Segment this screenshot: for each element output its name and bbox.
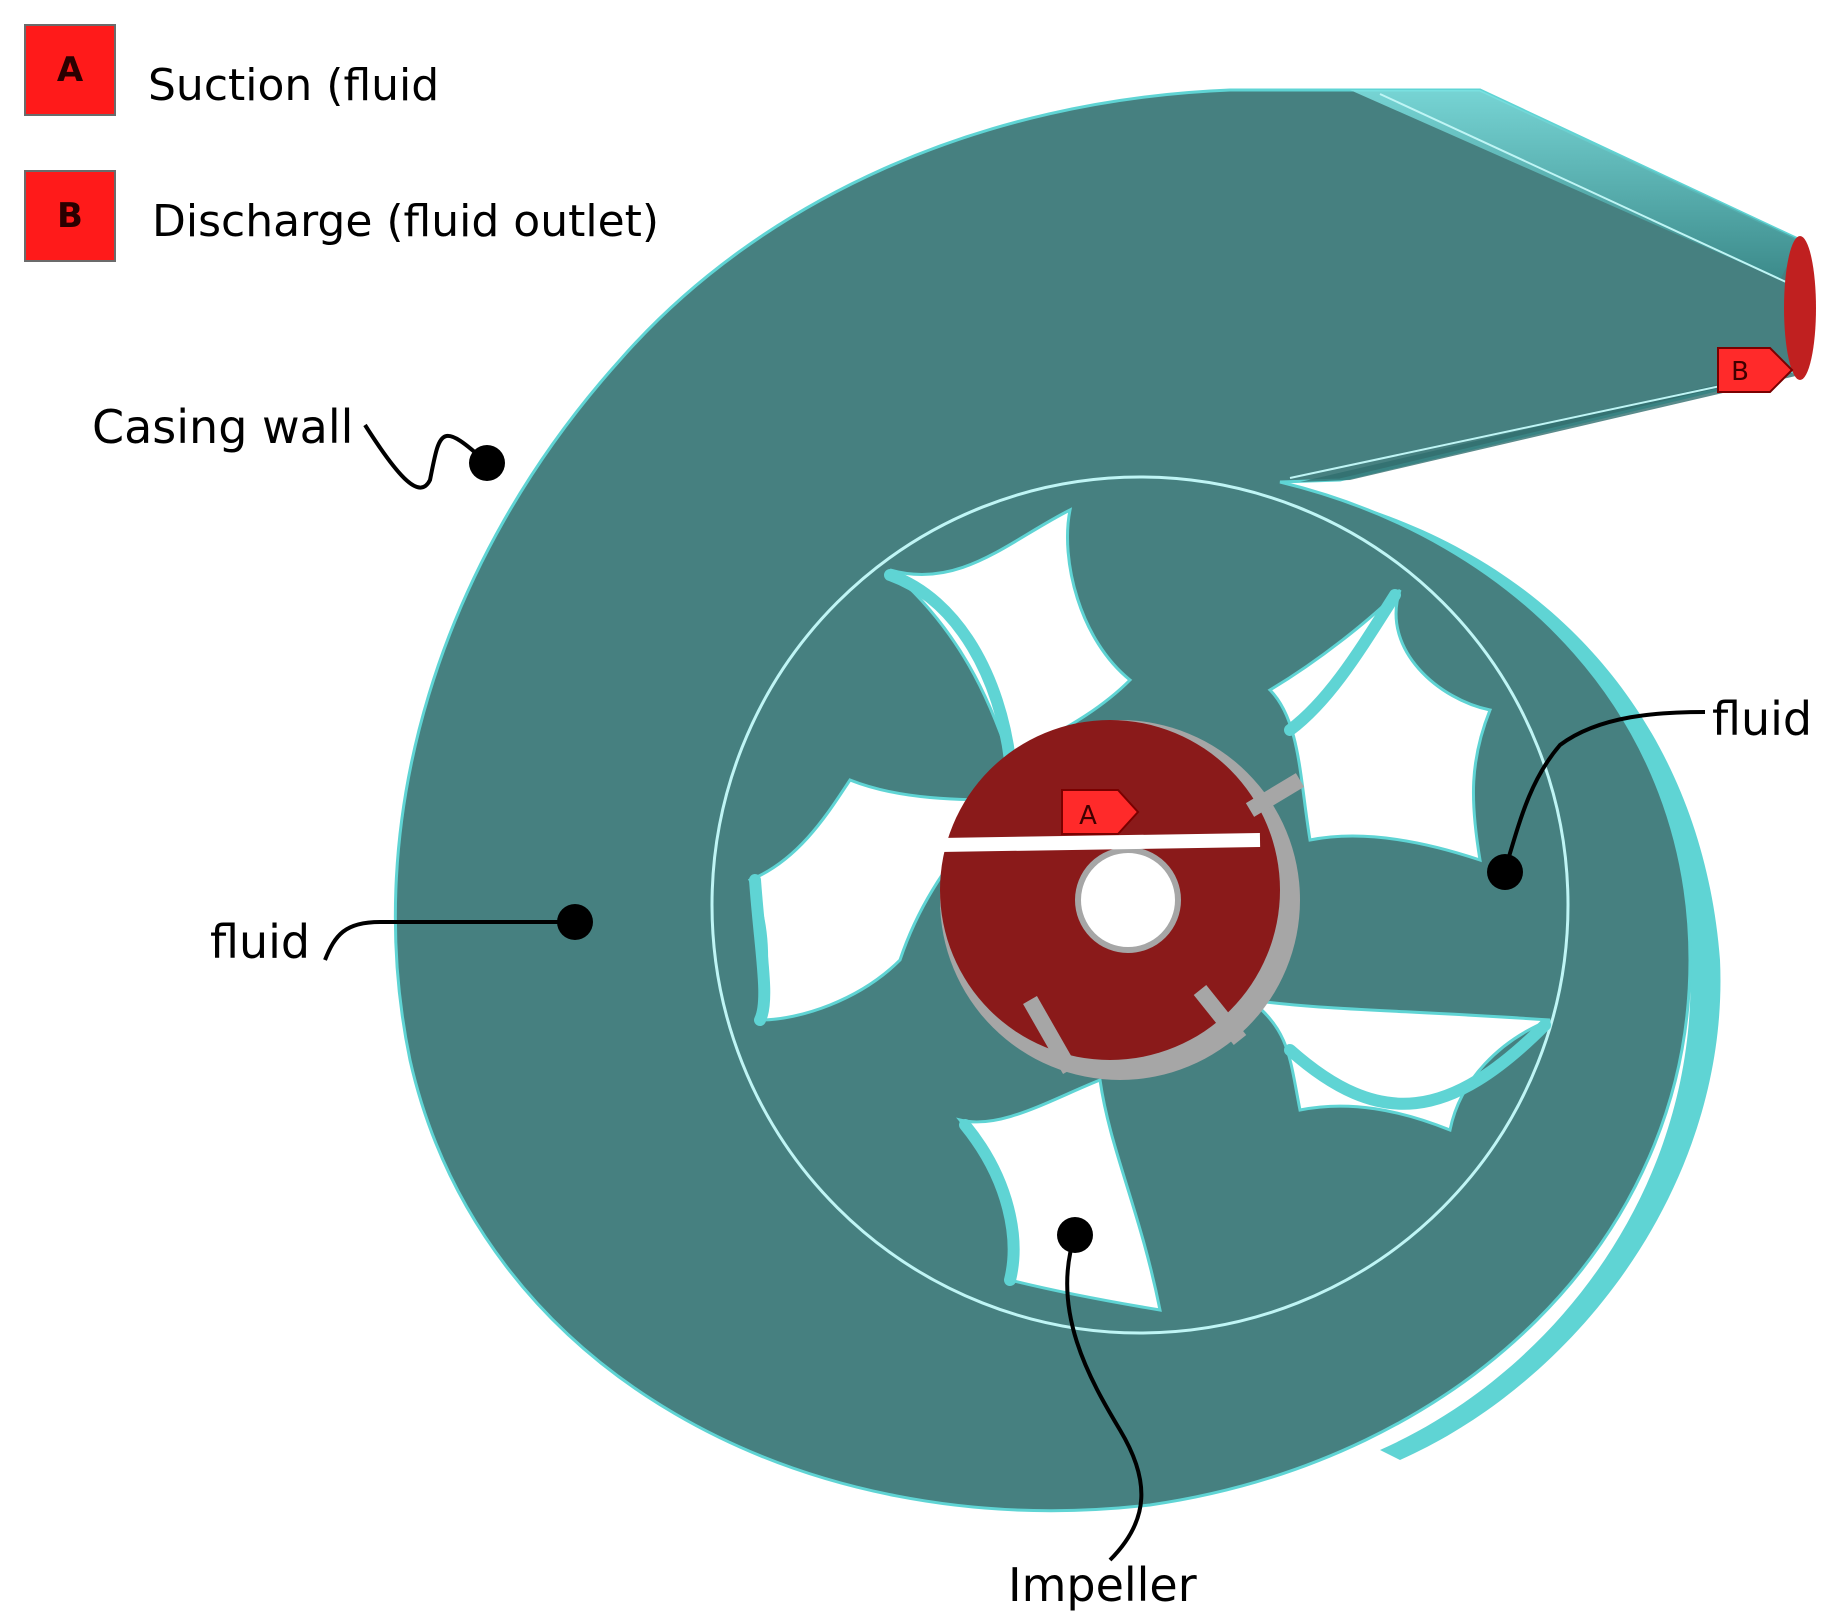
impeller-blades xyxy=(749,569,1551,1286)
label-impeller: Impeller xyxy=(1008,1558,1197,1612)
impeller-shroud-ring xyxy=(710,475,1570,1335)
impeller-passages xyxy=(747,507,1551,1312)
leader-impeller xyxy=(1065,1234,1144,1562)
duct-bottom-bevel xyxy=(1300,370,1800,482)
label-fluid-right: fluid xyxy=(1712,692,1813,746)
callout-leaders xyxy=(323,423,1706,1562)
inlet-marker-a: A xyxy=(1061,789,1140,835)
dot-fluid-left xyxy=(557,904,593,940)
outlet-marker-label: B xyxy=(1731,357,1749,387)
leader-fluid-left xyxy=(323,920,575,961)
callout-dots xyxy=(469,445,1523,1253)
dot-fluid-right xyxy=(1487,854,1523,890)
legend-label-a: Suction (fluid xyxy=(148,60,440,111)
legend-key-a: A xyxy=(24,24,116,116)
inlet-marker-label: A xyxy=(1079,801,1097,831)
label-casing-wall: Casing wall xyxy=(92,400,354,454)
legend-key-b: B xyxy=(24,170,116,262)
legend-label-b: Discharge (fluid outlet) xyxy=(152,196,660,247)
leader-fluid-right xyxy=(1503,710,1706,871)
dot-impeller xyxy=(1057,1217,1093,1253)
outlet-marker-b: B xyxy=(1717,347,1794,393)
hub xyxy=(939,720,1305,1080)
label-fluid-left: fluid xyxy=(210,915,311,969)
leader-casing-wall xyxy=(363,423,489,490)
outlet-face xyxy=(1784,236,1816,380)
dot-casing-wall xyxy=(469,445,505,481)
